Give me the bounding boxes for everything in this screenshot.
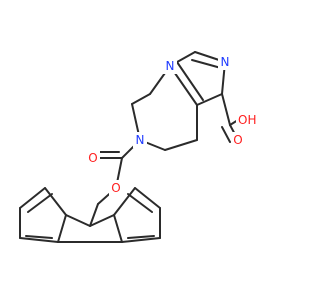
- bond: [121, 237, 161, 243]
- bond: [113, 214, 123, 243]
- atom-label-n-carbamate: N: [136, 133, 145, 147]
- bond: [19, 187, 46, 209]
- bond: [191, 59, 222, 69]
- atom-label-n-imidazole: N: [221, 55, 230, 69]
- molecule-structure: N N N O O OH O: [19, 51, 260, 243]
- bond: [176, 61, 204, 101]
- bond: [127, 193, 153, 213]
- bond: [25, 235, 53, 239]
- atom-label-o-acid: O: [233, 133, 242, 147]
- bond: [65, 214, 91, 227]
- bond: [89, 214, 115, 227]
- bond: [221, 93, 231, 126]
- atom-label-o-carbonyl: O: [88, 151, 97, 165]
- bond-layer: [19, 51, 239, 243]
- bond: [131, 93, 151, 105]
- atom-label-oh-acid: OH: [238, 113, 256, 127]
- bond: [89, 203, 99, 227]
- atom-label-o-ester: O: [111, 181, 120, 195]
- bond: [27, 193, 53, 213]
- bond: [196, 93, 223, 106]
- bond: [19, 237, 59, 243]
- bond: [127, 235, 155, 239]
- bond: [134, 187, 161, 209]
- atom-label-n-bridge: N: [166, 59, 175, 73]
- bond: [164, 139, 198, 151]
- bond: [57, 214, 67, 243]
- bond: [44, 187, 67, 216]
- bond: [221, 126, 231, 143]
- atom-layer: N N N O O OH O: [86, 54, 260, 196]
- bond: [113, 187, 136, 216]
